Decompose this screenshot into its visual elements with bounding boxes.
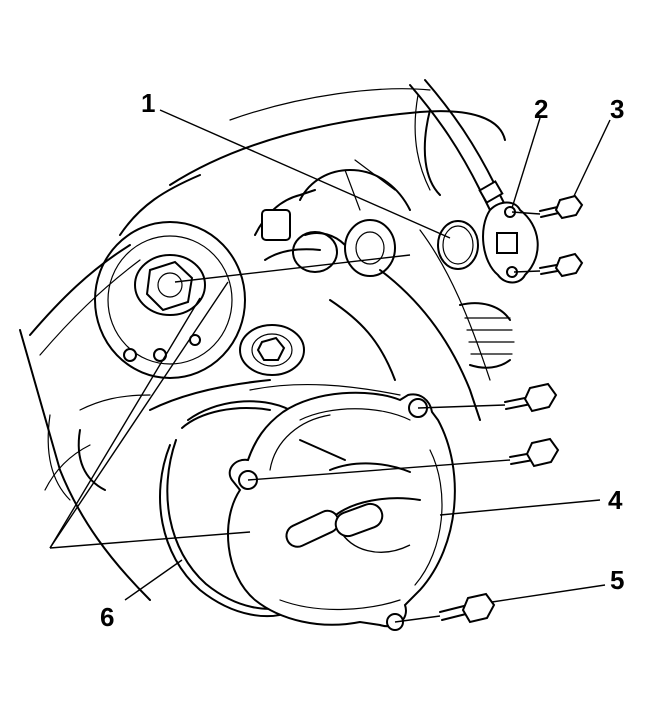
callout-5: 5 [610,565,625,595]
tensioner-hub [239,324,305,376]
cover-bolt-middle [509,437,560,468]
leader-lines [49,109,611,623]
cover-bolt-upper [504,382,558,413]
part-3-bolt-upper [539,194,584,220]
callout-2: 2 [534,94,549,124]
part-5-bolt [439,592,496,624]
callout-1: 1 [141,88,156,118]
engine-block [19,88,506,601]
callout-6: 6 [100,602,115,632]
part-4-cover [227,391,456,631]
wiring-harness [409,79,516,231]
callout-4: 4 [608,485,623,515]
part-6-gasket [159,400,291,617]
sensor-assembly [254,159,411,277]
corrugated-hose [459,302,515,369]
callout-3: 3 [610,94,625,124]
part-3-bolt-lower [539,252,584,278]
part-2-plate [437,201,539,284]
pulley [94,221,246,379]
